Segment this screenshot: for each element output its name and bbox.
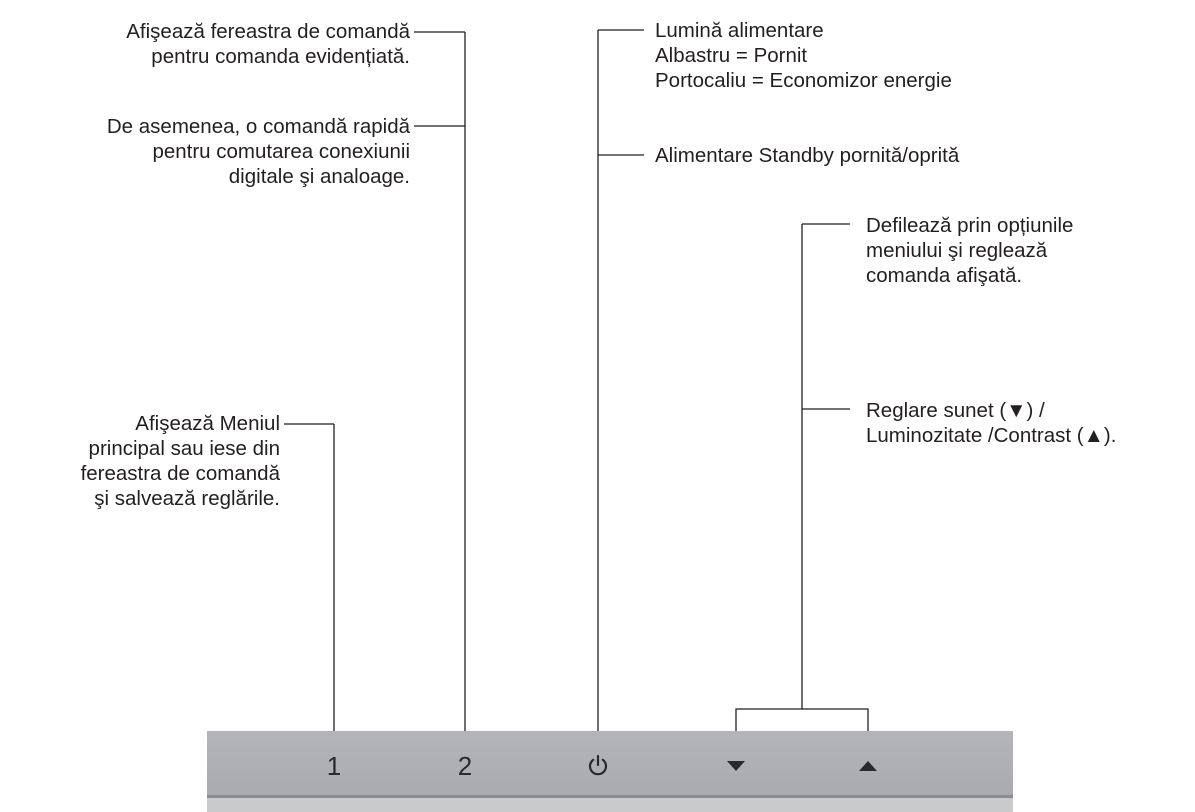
callout-input-shortcut: De asemenea, o comandă rapidă pentru com… (106, 115, 410, 188)
button-2-label: 2 (457, 750, 473, 781)
down-button[interactable] (716, 746, 756, 786)
callout-standby: Alimentare Standby pornită/oprită (655, 144, 960, 167)
button-2[interactable]: 2 (445, 746, 485, 786)
triangle-down-icon (727, 761, 745, 771)
callout-scroll: Defilează prin opțiunile meniului şi reg… (866, 214, 1074, 287)
triangle-up-icon (859, 761, 877, 771)
up-button[interactable] (848, 746, 888, 786)
button-1[interactable]: 1 (314, 746, 354, 786)
monitor-bezel-edge (207, 795, 1013, 812)
callout-power-light: Lumină alimentare Albastru = Pornit Port… (655, 19, 952, 92)
power-button[interactable] (578, 746, 618, 786)
leader-arrows-bracket (735, 708, 869, 731)
callout-osd-window: Afişează fereastra de comandă pentru com… (126, 20, 410, 68)
button-1-label: 1 (326, 750, 342, 781)
callout-shortcut-adjust: Reglare sunet (▼) / Luminozitate /Contra… (866, 399, 1117, 447)
power-icon (588, 754, 608, 776)
callout-main-menu: Afişează Meniul principal sau iese din f… (80, 412, 280, 510)
